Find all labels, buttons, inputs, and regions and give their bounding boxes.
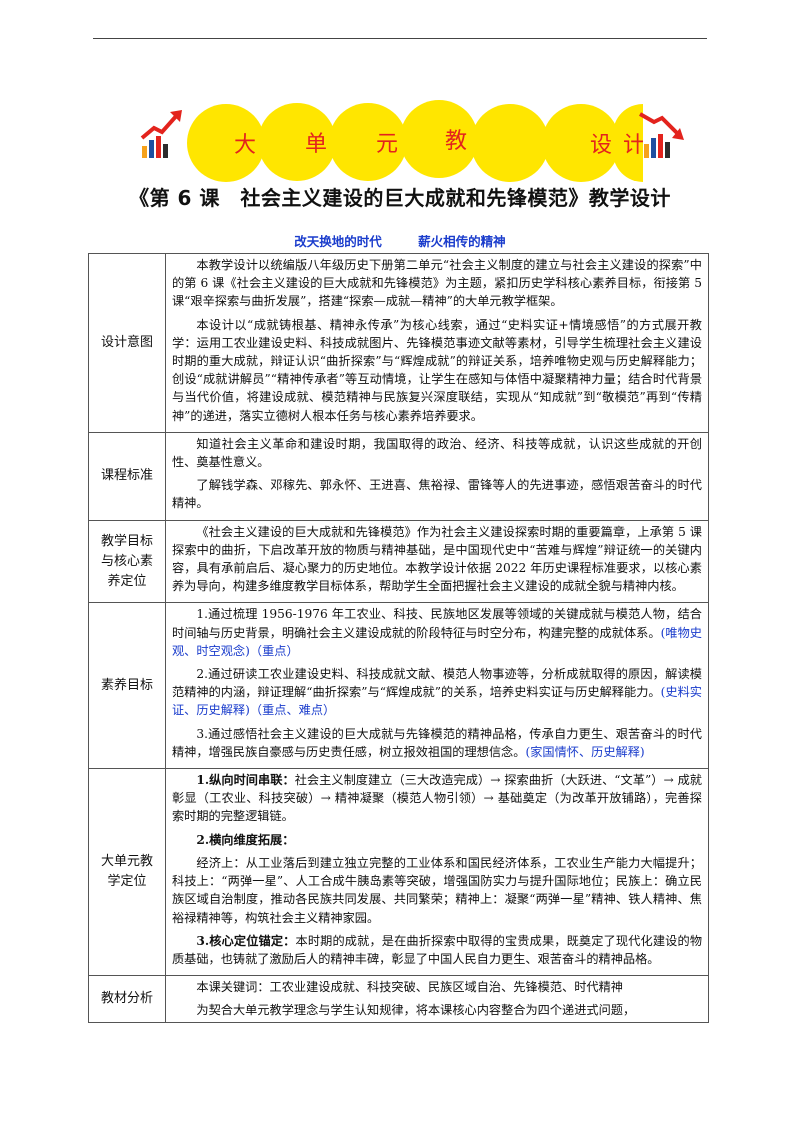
design-table: 设计意图 本教学设计以统编版八年级历史下册第二单元“社会主义制度的建立与社会主义… [88, 253, 709, 1023]
paragraph: 本设计以“成就铸根基、精神永传承”为核心线索，通过“史料实证+情境感悟”的方式展… [172, 317, 702, 423]
goal-3: 3.通过感悟社会主义建设的巨大成就与先锋模范的精神品格，传承自力更生、艰苦奋斗的… [172, 726, 702, 759]
banner-circle-4: 教 [400, 100, 478, 178]
paragraph: 知道社会主义革命和建设时期，我国取得的政治、经济、科技等成就，认识这些成就的开创… [172, 436, 702, 470]
banner-circle-7: 计 [613, 104, 643, 182]
paragraph: 为契合大单元教学理念与学生认知规律，将本课核心内容整合为四个递进式问题， [196, 1003, 636, 1018]
label-unit: 大单元教学定位 [88, 768, 166, 977]
page-subtitle: 改天换地的时代 薪火相传的精神 [0, 231, 800, 250]
unit-section-2-head: 2.横向维度拓展： [196, 832, 295, 847]
row-curriculum: 课程标准 知道社会主义革命和建设时期，我国取得的政治、经济、科技等成就，认识这些… [88, 431, 709, 521]
label-design-intent: 设计意图 [88, 253, 166, 433]
banner-circle-6: 设 [542, 104, 620, 182]
label-curriculum: 课程标准 [88, 431, 166, 521]
paragraph: 《社会主义建设的巨大成就和先锋模范》作为社会主义建设探索时期的重要篇章，上承第 … [172, 524, 702, 594]
content-positioning: 《社会主义建设的巨大成就和先锋模范》作为社会主义建设探索时期的重要篇章，上承第 … [165, 519, 709, 604]
banner-circle-2: 单 [258, 103, 336, 181]
unit-section-3: 3.核心定位锚定：本时期的成就，是在曲折探索中取得的宝贵成果，既奠定了现代化建设… [172, 933, 703, 966]
row-literacy: 素养目标 1.通过梳理 1956-1976 年工农业、科技、民族地区发展等领域的… [88, 602, 709, 770]
goal-2-tag: (史料实证、历史解释)（重点、难点） [172, 685, 702, 718]
rising-chart-icon [639, 112, 684, 158]
label-literacy: 素养目标 [88, 602, 166, 770]
label-material: 教材分析 [88, 975, 166, 1023]
goal-1-tag: (唯物史观、时空观念)（重点） [172, 625, 702, 658]
page-title: 《第 6 课 社会主义建设的巨大成就和先锋模范》教学设计 [129, 186, 671, 210]
unit-section-2: 经济上：从工业落后到建立独立完整的工业体系和国民经济体系，工农业生产能力大幅提升… [172, 855, 702, 925]
content-unit: 1.纵向时间串联：社会主义制度建立（三大改造完成）→ 探索曲折（大跃进、“文革”… [165, 768, 709, 977]
subtitle-right: 薪火相传的精神 [418, 234, 506, 249]
paragraph: 了解钱学森、邓稼先、郭永怀、王进喜、焦裕禄、雷锋等人的先进事迹，感悟艰苦奋斗的时… [172, 478, 702, 511]
goal-3-tag: (家国情怀、历史解释) [525, 744, 645, 759]
row-unit: 大单元教学定位 1.纵向时间串联：社会主义制度建立（三大改造完成）→ 探索曲折（… [88, 768, 709, 977]
content-material: 本课关键词：工农业建设成就、科技突破、民族区域自治、先锋模范、时代精神 为契合大… [165, 975, 709, 1023]
rising-chart-icon [140, 110, 182, 158]
header-rule [93, 38, 707, 39]
banner-circle-5 [471, 104, 549, 182]
goal-1: 1.通过梳理 1956-1976 年工农业、科技、民族地区发展等领域的关键成就与… [172, 607, 702, 658]
content-curriculum: 知道社会主义革命和建设时期，我国取得的政治、经济、科技等成就，认识这些成就的开创… [165, 431, 709, 521]
row-material: 教材分析 本课关键词：工农业建设成就、科技突破、民族区域自治、先锋模范、时代精神… [88, 975, 709, 1023]
row-positioning: 教学目标与核心素养定位 《社会主义建设的巨大成就和先锋模范》作为社会主义建设探索… [88, 519, 709, 604]
row-design-intent: 设计意图 本教学设计以统编版八年级历史下册第二单元“社会主义制度的建立与社会主义… [88, 253, 709, 433]
banner-circle-3: 元 [329, 103, 407, 181]
unit-section-1: 1.纵向时间串联：社会主义制度建立（三大改造完成）→ 探索曲折（大跃进、“文革”… [172, 773, 702, 824]
paragraph: 本教学设计以统编版八年级历史下册第二单元“社会主义制度的建立与社会主义建设的探索… [172, 258, 702, 309]
banner-circle-1: 大 [187, 104, 265, 182]
title-banner: 大 单 元 教 设 计 [0, 0, 800, 200]
label-positioning: 教学目标与核心素养定位 [88, 519, 166, 604]
paragraph: 本课关键词：工农业建设成就、科技突破、民族区域自治、先锋模范、时代精神 [196, 980, 623, 995]
subtitle-left: 改天换地的时代 [294, 234, 382, 249]
content-literacy: 1.通过梳理 1956-1976 年工农业、科技、民族地区发展等领域的关键成就与… [165, 602, 709, 770]
goal-2: 2.通过研读工农业建设史料、科技成就文献、模范人物事迹等，分析成就取得的原因，解… [172, 667, 702, 718]
content-design-intent: 本教学设计以统编版八年级历史下册第二单元“社会主义制度的建立与社会主义建设的探索… [165, 253, 709, 433]
